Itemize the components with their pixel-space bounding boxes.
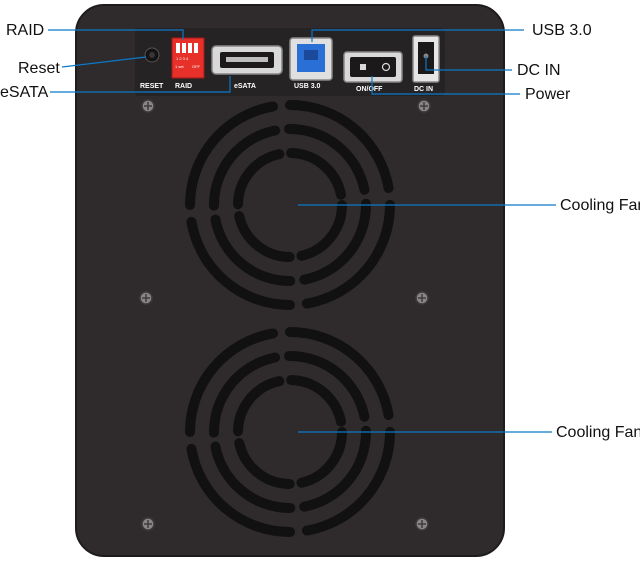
- leader-reset: [61, 56, 147, 68]
- power-panel-label: ON/OFF: [356, 86, 383, 93]
- power-switch[interactable]: [343, 51, 403, 83]
- dip-switch-off: OFF: [192, 64, 201, 69]
- usb-3-port[interactable]: [289, 37, 333, 81]
- callout-fan-top: Cooling Fan: [560, 197, 640, 214]
- dip-switch-numbers: 1 2 3 4: [176, 56, 189, 61]
- esata-panel-label: eSATA: [234, 83, 256, 90]
- callout-power: Power: [525, 86, 571, 103]
- leader-lines: [48, 29, 556, 433]
- callout-usb: USB 3.0: [532, 22, 592, 39]
- screw-bottom-left: [141, 517, 155, 531]
- leader-raid: [48, 29, 184, 40]
- screw-top-right: [417, 99, 431, 113]
- leader-esata: [50, 76, 231, 93]
- screw-middle-left: [139, 291, 153, 305]
- raid-dip-switch[interactable]: 1 2 3 4 1 set OFF: [171, 37, 205, 79]
- raid-panel-label: RAID: [175, 83, 192, 90]
- callout-dc-in: DC IN: [517, 62, 561, 79]
- leader-power: [371, 76, 520, 95]
- leader-usb: [311, 29, 524, 42]
- screw-middle-right: [415, 291, 429, 305]
- esata-port[interactable]: [211, 45, 283, 75]
- dc-in-panel-label: DC IN: [414, 86, 433, 93]
- dip-switch-mode: 1 set: [175, 64, 185, 69]
- usb-panel-label: USB 3.0: [294, 83, 321, 90]
- callout-fan-bottom: Cooling Fan: [556, 424, 640, 441]
- reset-button[interactable]: [144, 47, 160, 63]
- callout-raid: RAID: [6, 22, 44, 39]
- reset-panel-label: RESET: [140, 83, 164, 90]
- screw-bottom-right: [415, 517, 429, 531]
- leader-dc-in: [425, 56, 512, 71]
- callout-reset: Reset: [18, 60, 60, 77]
- callout-esata: eSATA: [0, 84, 49, 101]
- screw-top-left: [141, 99, 155, 113]
